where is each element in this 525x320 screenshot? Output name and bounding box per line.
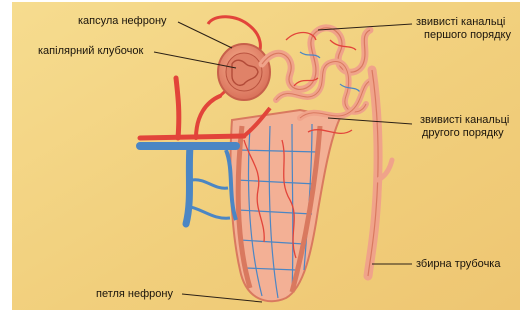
proximal-tubules-label-line1: звивисті канальці — [416, 16, 505, 29]
distal-tubules-label-line2: другого порядку — [422, 127, 504, 140]
distal-tubules-label-line1: звивисті канальці — [420, 114, 509, 127]
nephron-loop-label: петля нефрону — [96, 288, 173, 301]
nephron-capsule — [218, 44, 270, 100]
glomerulus-label: капілярний клубочок — [38, 45, 143, 58]
collecting-duct-label: збирна трубочка — [416, 258, 500, 271]
proximal-tubules-label-line2: першого порядку — [424, 29, 511, 42]
capsule-label: капсула нефрону — [78, 15, 167, 28]
